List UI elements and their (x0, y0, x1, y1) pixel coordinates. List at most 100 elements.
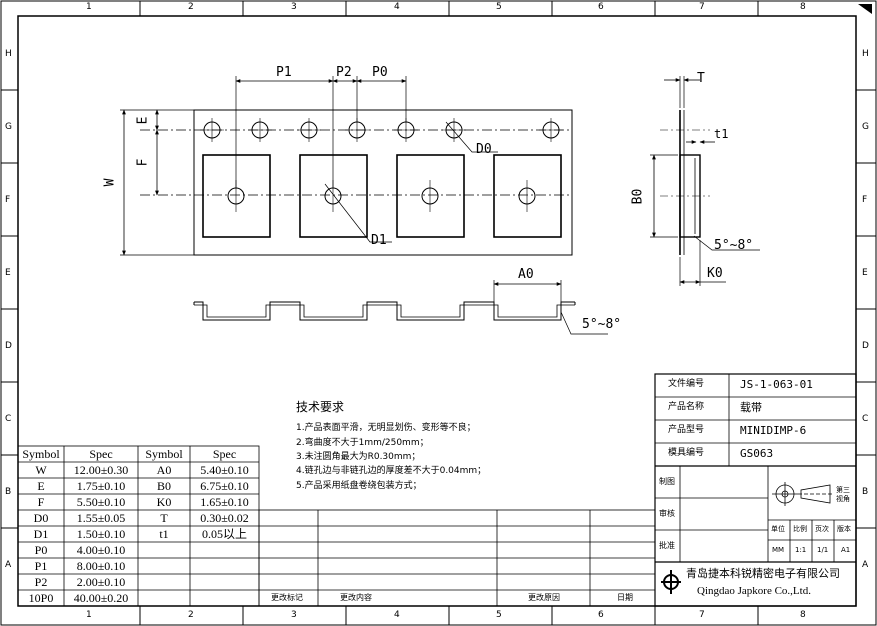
spec-symbol-cell: D0 (33, 511, 49, 525)
revision-content-label: 更改内容 (340, 593, 372, 602)
company-name-cn: 青岛捷本科锐精密电子有限公司 (686, 567, 840, 580)
tape-cross-section (650, 76, 760, 286)
dim-label-k0: K0 (707, 266, 723, 281)
col-mark-5: 5 (496, 2, 502, 12)
company-name-en: Qingdao Japkore Co.,Ltd. (697, 585, 811, 597)
spec-value-cell: 2.00±0.10 (76, 575, 126, 589)
spec-symbol-cell: W (35, 463, 47, 477)
frame-row-ticks (1, 89, 876, 529)
dim-label-d0: D0 (476, 142, 492, 157)
col-mark-2-bottom: 2 (188, 610, 194, 620)
col-mark-4: 4 (394, 2, 400, 12)
unit-value: MM (772, 546, 785, 554)
company-logo-icon (661, 570, 681, 594)
spec-value-cell: 0.05以上 (201, 527, 247, 541)
revision-reason-label: 更改原因 (528, 593, 560, 602)
row-mark-f: F (5, 195, 11, 205)
tech-requirement-item: 3.未注圆角最大为R0.30mm； (296, 452, 421, 462)
product-name-value: 载带 (740, 401, 762, 414)
spec-symbol-cell: K0 (156, 495, 172, 509)
row-mark-c-right: C (862, 414, 869, 424)
cavities (202, 154, 562, 238)
row-mark-h: H (5, 49, 12, 59)
row-mark-a-right: A (862, 560, 869, 570)
scale-value: 1:1 (795, 546, 807, 554)
spec-header-symbol-2: Symbol (145, 447, 183, 461)
spec-symbol-cell: D1 (33, 527, 49, 541)
revision-mark-label: 更改标记 (271, 593, 303, 602)
spec-value-cell: 6.75±0.10 (200, 479, 249, 493)
col-mark-3-bottom: 3 (291, 610, 297, 620)
scale-label: 比例 (793, 525, 807, 533)
projection-symbol-icon (772, 482, 833, 506)
spec-header-spec-2: Spec (212, 447, 237, 461)
doc-no-label: 文件编号 (668, 379, 705, 389)
col-mark-7: 7 (699, 2, 705, 12)
col-mark-4-bottom: 4 (394, 610, 400, 620)
frame-column-ticks (139, 1, 759, 625)
product-model-label: 产品型号 (668, 425, 705, 435)
dim-label-t: T (697, 71, 705, 86)
col-mark-2: 2 (188, 2, 194, 12)
product-model-value: MINIDIMP-6 (740, 424, 807, 437)
spec-value-cell: 5.40±0.10 (200, 463, 249, 477)
spec-symbol-cell: F (37, 495, 45, 509)
col-mark-5-bottom: 5 (496, 610, 502, 620)
dim-label-a0: A0 (518, 267, 534, 282)
dim-label-angle-bottom: 5°~8° (582, 317, 622, 332)
spec-symbol-cell: T (160, 511, 168, 525)
col-mark-1: 1 (86, 2, 92, 12)
unit-label: 单位 (771, 525, 785, 533)
spec-table-grid (17, 445, 260, 607)
row-mark-d: D (5, 341, 12, 351)
dim-label-f: F (135, 158, 151, 167)
col-mark-7-bottom: 7 (699, 610, 705, 620)
tech-requirement-item: 5.产品采用纸盘卷绕包装方式； (296, 481, 422, 491)
spec-symbol-cell: P0 (34, 543, 48, 557)
row-mark-e-right: E (862, 268, 868, 278)
check-label: 审核 (659, 509, 675, 518)
dim-label-b0: B0 (630, 188, 646, 205)
spec-value-cell: 1.50±0.10 (76, 527, 126, 541)
row-mark-d-right: D (862, 341, 869, 351)
spec-header-symbol-1: Symbol (22, 447, 60, 461)
version-label: 版本 (837, 525, 851, 533)
spec-symbol-cell: 10P0 (28, 591, 54, 605)
dim-label-p2: P2 (336, 65, 352, 80)
row-mark-b: B (5, 487, 12, 497)
approve-label: 批准 (659, 541, 675, 550)
col-mark-6: 6 (598, 2, 604, 12)
col-mark-3: 3 (291, 2, 297, 12)
doc-no-value: JS-1-063-01 (740, 378, 813, 391)
row-mark-g-right: G (862, 122, 869, 132)
draw-label: 制图 (659, 477, 675, 486)
tech-requirements-title: 技术要求 (296, 400, 345, 414)
tech-requirement-item: 1.产品表面平滑，无明显划伤、变形等不良； (296, 423, 476, 433)
tech-requirement-item: 4.链孔边与非链孔边的厚度差不大于0.04mm； (296, 466, 487, 476)
spec-symbol-cell: B0 (156, 479, 171, 493)
spec-value-cell: 1.65±0.10 (200, 495, 249, 509)
corner-mark (858, 4, 872, 14)
revision-date-label: 日期 (617, 593, 633, 602)
spec-value-cell: 1.75±0.10 (76, 479, 126, 493)
page-label: 页次 (815, 525, 829, 533)
spec-symbol-cell: P1 (34, 559, 48, 573)
row-mark-b-right: B (862, 487, 869, 497)
col-mark-6-bottom: 6 (598, 610, 604, 620)
dim-label-p0: P0 (372, 65, 388, 80)
col-mark-8-bottom: 8 (800, 610, 806, 620)
dim-label-w: W (102, 178, 118, 187)
spec-value-cell: 40.00±0.20 (73, 591, 129, 605)
tape-side-section (193, 280, 608, 335)
mold-no-value: GS063 (740, 447, 774, 460)
row-mark-e: E (5, 268, 11, 278)
mold-no-label: 模具编号 (668, 448, 705, 458)
product-name-label: 产品名称 (668, 402, 705, 412)
spec-value-cell: 5.50±0.10 (76, 495, 126, 509)
version-value: A1 (841, 546, 851, 554)
row-mark-f-right: F (862, 195, 868, 205)
row-mark-a: A (5, 560, 12, 570)
